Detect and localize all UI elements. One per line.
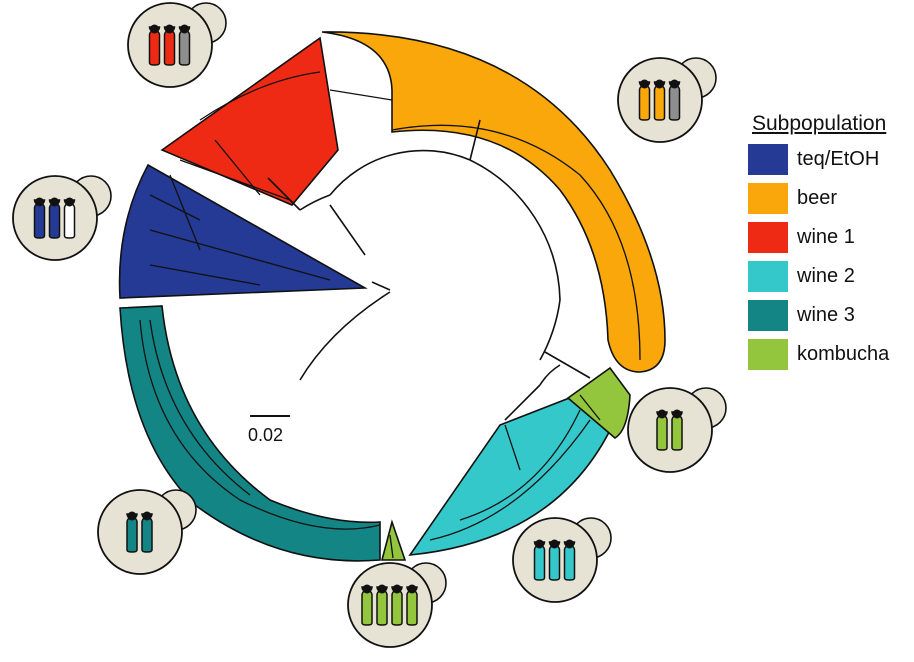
- centromere: [655, 79, 664, 89]
- clade-wine1: [160, 36, 339, 206]
- teq-etoh-cell-icon: [12, 175, 112, 261]
- branch-line: [429, 419, 591, 541]
- centromere: [362, 584, 372, 594]
- branch-line: [459, 409, 581, 521]
- inner-arc-left: [299, 194, 331, 211]
- beer-cell-icon: [617, 57, 717, 143]
- centromere: [35, 197, 44, 207]
- inner-arc-top: [329, 149, 471, 196]
- branch-line: [504, 424, 521, 471]
- legend-item-wine2: wine 2: [748, 261, 914, 292]
- legend-label: wine 2: [797, 265, 855, 287]
- branch-line: [149, 194, 201, 221]
- cell-circle: [347, 562, 433, 648]
- centromere: [407, 584, 417, 594]
- legend-label: wine 1: [797, 226, 855, 248]
- inner-arc-right: [469, 159, 561, 301]
- centromere: [127, 511, 137, 521]
- root-branch: [371, 281, 391, 291]
- legend-item-wine3: wine 3: [748, 300, 914, 331]
- clade-kombucha-bottom: [380, 519, 407, 561]
- centromere: [165, 24, 174, 34]
- legend-label: teq/EtOH: [797, 148, 880, 170]
- kombucha-cell-icon-right: [627, 387, 727, 473]
- tree-backbone: [267, 119, 591, 421]
- legend-swatch: [748, 222, 788, 253]
- clade-kombucha-right: [566, 366, 631, 439]
- inner-arc-wine2: [539, 364, 561, 386]
- legend-item-kombucha: kombucha: [748, 339, 914, 370]
- wine3-cell-icon: [97, 489, 197, 575]
- centromere: [180, 24, 189, 34]
- cell-icons: [12, 2, 727, 648]
- centromere: [672, 409, 682, 419]
- branch-line: [199, 71, 321, 121]
- clade-wedges: [118, 31, 666, 562]
- cell-circle: [627, 387, 713, 473]
- branch-to-kombucha: [544, 351, 591, 379]
- branch-line: [179, 159, 291, 201]
- legend-swatch: [748, 183, 788, 214]
- branch-line: [139, 319, 381, 530]
- centromere: [657, 409, 667, 419]
- legend-label: wine 3: [797, 304, 855, 326]
- legend: Subpopulation teq/EtOH beer wine 1 wine …: [748, 112, 914, 378]
- centromere: [65, 197, 74, 207]
- branch-line: [169, 174, 201, 251]
- clade-beer: [321, 31, 666, 373]
- centromere: [392, 584, 402, 594]
- centromere: [535, 539, 544, 549]
- wine1-cell-icon: [127, 2, 227, 88]
- scale-bar-label: 0.02: [248, 425, 284, 445]
- centromere: [640, 79, 649, 89]
- branch-line: [391, 124, 641, 361]
- centromere: [142, 511, 152, 521]
- branch-to-wine1: [267, 177, 301, 211]
- branch-to-wine2: [504, 384, 541, 421]
- legend-item-wine1: wine 1: [748, 222, 914, 253]
- branch-line: [579, 394, 601, 421]
- branch-line: [149, 319, 251, 496]
- kombucha-cell-icon-bottom: [347, 562, 447, 648]
- branch-line: [389, 534, 394, 559]
- legend-item-teq-etoh: teq/EtOH: [748, 144, 914, 175]
- legend-swatch: [748, 300, 788, 331]
- centromere: [50, 197, 59, 207]
- legend-swatch: [748, 339, 788, 370]
- clade-teq-etoh: [118, 163, 368, 299]
- inner-arc-lower: [539, 299, 561, 361]
- branch-to-beer: [469, 119, 481, 161]
- wine2-cell-icon: [512, 517, 612, 603]
- branch-line: [149, 229, 331, 281]
- legend-title: Subpopulation: [752, 112, 887, 135]
- branch-to-teq: [329, 204, 366, 256]
- branch-line: [149, 264, 261, 286]
- centromere: [670, 79, 679, 89]
- branch-line: [214, 139, 261, 196]
- clade-branches: [139, 71, 641, 559]
- legend-label: beer: [797, 187, 838, 209]
- clade-wine3: [119, 305, 381, 562]
- legend-swatch: [748, 144, 788, 175]
- centromere: [377, 584, 387, 594]
- branch-line: [329, 89, 393, 101]
- centromere: [550, 539, 559, 549]
- cell-circle: [97, 489, 183, 575]
- legend-swatch: [748, 261, 788, 292]
- centromere: [565, 539, 574, 549]
- legend-item-beer: beer: [748, 183, 914, 214]
- legend-label: kombucha: [797, 343, 890, 365]
- branch-to-wine3: [299, 291, 391, 381]
- centromere: [150, 24, 159, 34]
